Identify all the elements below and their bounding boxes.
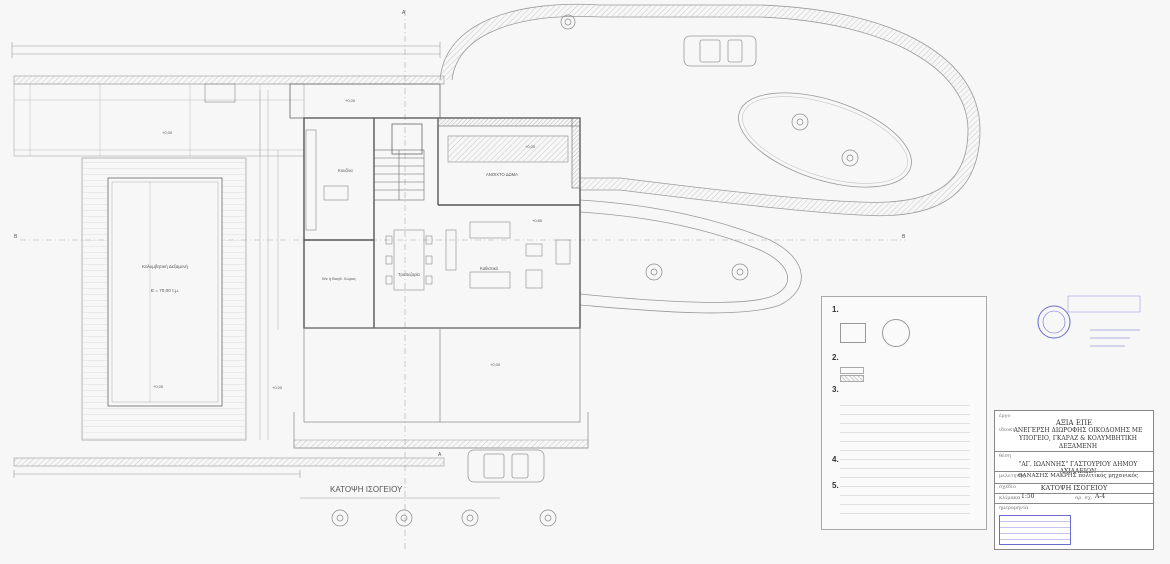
title-block-scale: 1:50 <box>1021 493 1035 500</box>
title-block-divider-1 <box>995 451 1153 452</box>
north-mark-top: A <box>402 10 406 16</box>
title-block-engineer-label: μελετητής <box>999 473 1025 479</box>
legend-lines <box>840 397 970 517</box>
oval-garden-bed-inner <box>742 96 908 184</box>
title-block-project-label: έργο <box>999 413 1011 419</box>
bottom-dimension-line <box>13 470 301 478</box>
kitchen-counter <box>305 129 349 231</box>
wall-hatch-top <box>437 117 581 127</box>
staircase <box>373 149 425 201</box>
title-block-scale-label: κλίμακα <box>999 495 1021 501</box>
driveway-hatch <box>440 4 980 216</box>
title-block-divider-4 <box>995 493 1153 494</box>
level-living: +0,60 <box>532 218 543 223</box>
living-furniture <box>445 221 571 289</box>
south-wall-hatch <box>293 439 589 449</box>
title-block-divider-2 <box>995 471 1153 472</box>
car-symbol-bottom <box>467 449 545 483</box>
entrance-hall <box>289 83 441 119</box>
legend-hatch-sample-1 <box>840 367 864 374</box>
legend-number-3: 3. <box>832 385 839 394</box>
title-block-divider-3 <box>995 483 1153 484</box>
title-block-drawing-label: σχέδιο <box>999 484 1017 490</box>
outdoor-fireplace <box>204 83 236 103</box>
legend-hatch-sample-2 <box>840 375 864 382</box>
title-block-location-label: θέση <box>999 453 1012 459</box>
car-symbol-top <box>683 35 757 67</box>
legend-number-1: 1. <box>832 305 839 314</box>
legend-number-4: 4. <box>832 455 839 464</box>
top-terrace-band <box>13 75 445 85</box>
legend-number-2: 2. <box>832 353 839 362</box>
oval-garden-bed <box>738 92 912 188</box>
pergola-beams <box>14 84 304 156</box>
bottom-terrace-band <box>13 457 445 467</box>
wall-hatch-right <box>571 117 581 189</box>
pergola-area <box>13 83 305 157</box>
legend-number-5: 5. <box>832 481 839 490</box>
title-block-engineer: ΘΑΝΑΣΗΣ ΜΑΚΡΗΣ πολιτικός μηχανικός <box>1017 473 1139 479</box>
pool-basin <box>107 177 223 407</box>
pool-label: Κολυμβητική Δεξαμενή <box>142 263 188 270</box>
wc-label: Wc ή Βοηθ. Χώρος <box>322 276 356 281</box>
kitchen-label: Κουζίνα <box>338 168 353 173</box>
dining-table <box>385 229 433 291</box>
title-block-drawing: ΚΑΤΟΨΗ ΙΣΟΓΕΙΟΥ <box>1040 484 1108 492</box>
title-block-sheet-label: αρ. σχ. <box>1075 495 1093 501</box>
south-terrace <box>303 327 581 423</box>
title-block-divider-5 <box>995 503 1153 504</box>
wc-room <box>391 123 423 155</box>
legend-circle-sample <box>882 319 910 347</box>
level-pool-deck: +0,00 <box>272 385 283 390</box>
title-block-signature-stamp <box>999 515 1071 545</box>
title-block-sheet: Α-4 <box>1095 493 1106 500</box>
level-terrace: +0,00 <box>490 362 501 367</box>
section-mark-left: B <box>14 234 18 240</box>
living-label: Καθιστικό <box>480 266 499 271</box>
pool-area-label: E = 70,00 τ.μ. <box>151 288 179 293</box>
level-pool-edge: +0,00 <box>153 384 164 389</box>
title-block: έργο ΑΞΙΑ ΕΠΕ ιδιοκτ. ΑΝΕΓΕΡΣΗ ΔΙΩΡΟΦΗΣ … <box>994 410 1154 550</box>
top-dimension-line <box>11 42 441 58</box>
left-dimension-lines <box>259 90 279 440</box>
legend-panel: 1. 2. 3. 4. 5. <box>821 296 987 530</box>
title-block-project: ΑΝΕΓΕΡΣΗ ΔΙΩΡΟΦΗΣ ΟΙΚΟΔΟΜΗΣ ΜΕ ΥΠΟΓΕΙΟ, … <box>1013 427 1143 450</box>
level-entrance: +0,00 <box>345 98 356 103</box>
plan-title: ΚΑΤΟΨΗ ΙΣΟΓΕΙΟΥ <box>330 485 403 494</box>
title-block-owner-label: ιδιοκτ. <box>999 427 1017 433</box>
official-stamp-round <box>1037 295 1141 347</box>
level-pergola: +0,00 <box>162 130 173 135</box>
pool-basin-inner <box>111 181 219 403</box>
legend-wall-section-sample <box>840 323 866 343</box>
dining-label: Τραπεζαρία <box>398 272 420 277</box>
section-mark-right: B <box>902 234 906 240</box>
level-open: +0,00 <box>525 144 536 149</box>
title-block-company: ΑΞΙΑ ΕΠΕ <box>1055 419 1093 427</box>
north-mark-bottom: A <box>438 452 442 458</box>
shrub-symbols <box>331 14 859 527</box>
open-space-label: ΑΝΟΙΧΤΟ ΔΩΜΑ <box>486 172 518 177</box>
title-block-date-label: ημερομηνία <box>999 505 1029 511</box>
open-courtyard <box>447 135 569 163</box>
